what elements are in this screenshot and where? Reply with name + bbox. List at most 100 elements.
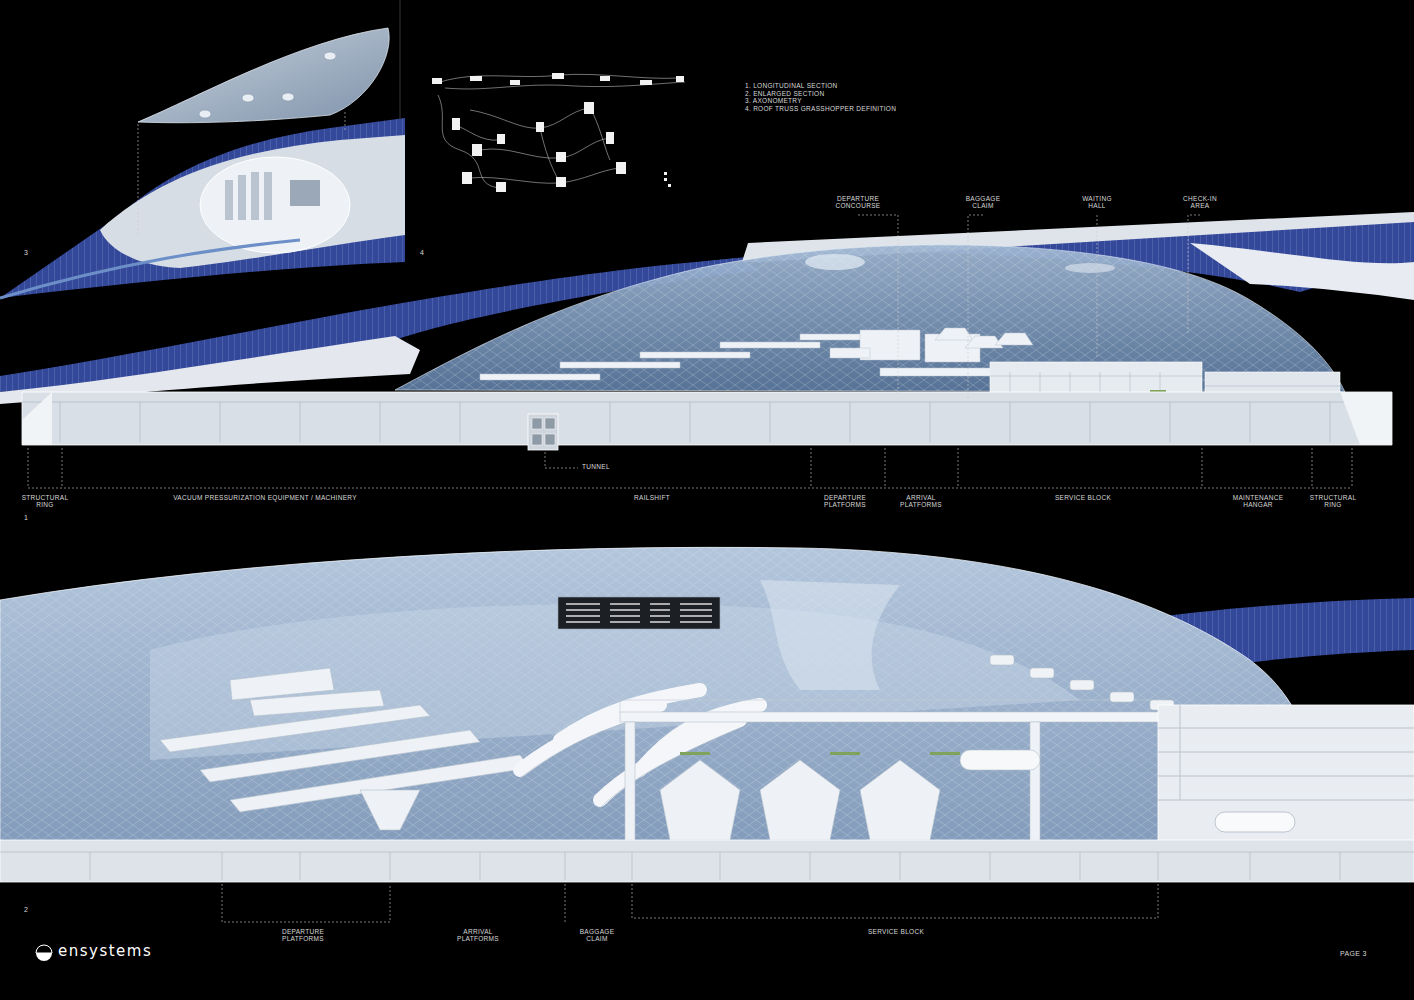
platforms [560, 362, 680, 368]
space-label: SERVICE BLOCK [851, 928, 941, 935]
axo-roof-lifted [138, 28, 389, 123]
grasshopper-components [497, 134, 505, 144]
grasshopper-components [432, 73, 684, 192]
roof-pods [990, 655, 1014, 665]
space-label: MAINTENANCE HANGAR [1228, 494, 1288, 509]
axo-skylights [282, 93, 294, 101]
train-capsule [960, 750, 1040, 770]
platforms [720, 342, 820, 348]
grasshopper-components [600, 76, 610, 81]
logo-wordmark: ensystems [58, 943, 198, 960]
platforms [480, 328, 1033, 380]
tube-outline [520, 713, 660, 778]
roof-pods [990, 655, 1174, 710]
base-structure [22, 392, 1392, 445]
space-label: WAITING HALL [1077, 195, 1117, 210]
space-label: BAGGAGE CLAIM [575, 928, 619, 943]
planting [930, 752, 960, 755]
leader-line [565, 884, 566, 922]
platform-piers [1030, 722, 1040, 840]
mezzanine-slab [620, 712, 1160, 722]
leader-line [28, 488, 1352, 489]
roof-pods [1030, 668, 1054, 678]
platforms [880, 368, 990, 376]
logo-mark [36, 945, 52, 953]
grasshopper-components [664, 172, 667, 175]
platforms [830, 348, 870, 358]
longitudinal-section [0, 212, 1414, 450]
sheet-index: 2. ENLARGED SECTION [745, 90, 965, 97]
grasshopper-definition [470, 168, 620, 183]
platform-piers [860, 760, 940, 840]
roof-column [760, 580, 900, 690]
panel-divider [400, 0, 401, 120]
glass-grid [0, 547, 1315, 870]
platform-piers [660, 760, 740, 840]
stepped-platforms [160, 668, 530, 830]
axo-platforms [238, 175, 246, 220]
grasshopper-definition [470, 108, 590, 128]
skylight [1065, 263, 1115, 273]
grasshopper-components [536, 122, 544, 132]
grasshopper-components [552, 73, 564, 79]
grasshopper-components [606, 132, 614, 144]
space-label: VACUUM PRESSURIZATION EQUIPMENT / MACHIN… [145, 494, 385, 501]
sheet-index: 3. AXONOMETRY [745, 97, 965, 104]
leader-line [1188, 215, 1200, 335]
grasshopper-definition [455, 125, 500, 140]
grasshopper-definition [438, 74, 685, 188]
leader-line [222, 884, 1158, 922]
leader-line [28, 448, 1352, 488]
axo-skylights [199, 110, 211, 118]
grasshopper-components [470, 76, 482, 81]
structural-ring [22, 392, 52, 445]
railing [620, 700, 1160, 712]
base-frame [22, 402, 1392, 442]
space-label: BAGGAGE CLAIM [961, 195, 1005, 210]
roof-pods [1110, 692, 1134, 702]
axo-platforms [264, 172, 272, 220]
axo-platforms [251, 172, 259, 220]
leader-line [28, 215, 1352, 488]
leader-line [222, 884, 390, 922]
sheet-index: 4. ROOF TRUSS GRASSHOPPER DEFINITION [745, 105, 965, 112]
leader-line [138, 112, 345, 236]
space-label: STRUCTURAL RING [1308, 494, 1358, 509]
grasshopper-components [668, 184, 671, 187]
leader-line [545, 452, 578, 468]
sheet-index: 1. LONGITUDINAL SECTION [745, 82, 965, 89]
tunnel-bores [532, 418, 555, 445]
tunnel-bores [532, 434, 542, 445]
tunnel-bores [545, 434, 555, 445]
platforms [480, 374, 600, 380]
planting [680, 752, 960, 755]
space-label: ARRIVAL PLATFORMS [453, 928, 503, 943]
axo-terminal [100, 135, 405, 268]
space-label: ARRIVAL PLATFORMS [896, 494, 946, 509]
grasshopper-definition [438, 95, 500, 188]
grasshopper-components [452, 118, 460, 130]
axonometry [0, 28, 405, 298]
train-capsule [1215, 812, 1295, 832]
departure-board [558, 597, 720, 629]
platforms [935, 328, 973, 340]
leader-line [968, 215, 983, 400]
grasshopper-components [496, 182, 506, 192]
grasshopper-components [432, 78, 442, 84]
stepped-platforms [250, 690, 384, 716]
axo-platforms [225, 180, 233, 220]
grasshopper-components [556, 152, 566, 162]
base-frame [0, 852, 1414, 880]
space-label: SERVICE BLOCK [1038, 494, 1128, 501]
leader-line [632, 884, 1158, 918]
enlarged-section [0, 547, 1414, 882]
tunnel-bores [545, 418, 555, 429]
skylight [805, 254, 865, 270]
tunnel-bores [532, 418, 542, 429]
axo-hall [200, 157, 350, 253]
platform-piers [760, 760, 840, 840]
planting [680, 752, 710, 755]
platform-piers [625, 722, 1040, 840]
space-label: CHECK-IN AREA [1180, 195, 1220, 210]
